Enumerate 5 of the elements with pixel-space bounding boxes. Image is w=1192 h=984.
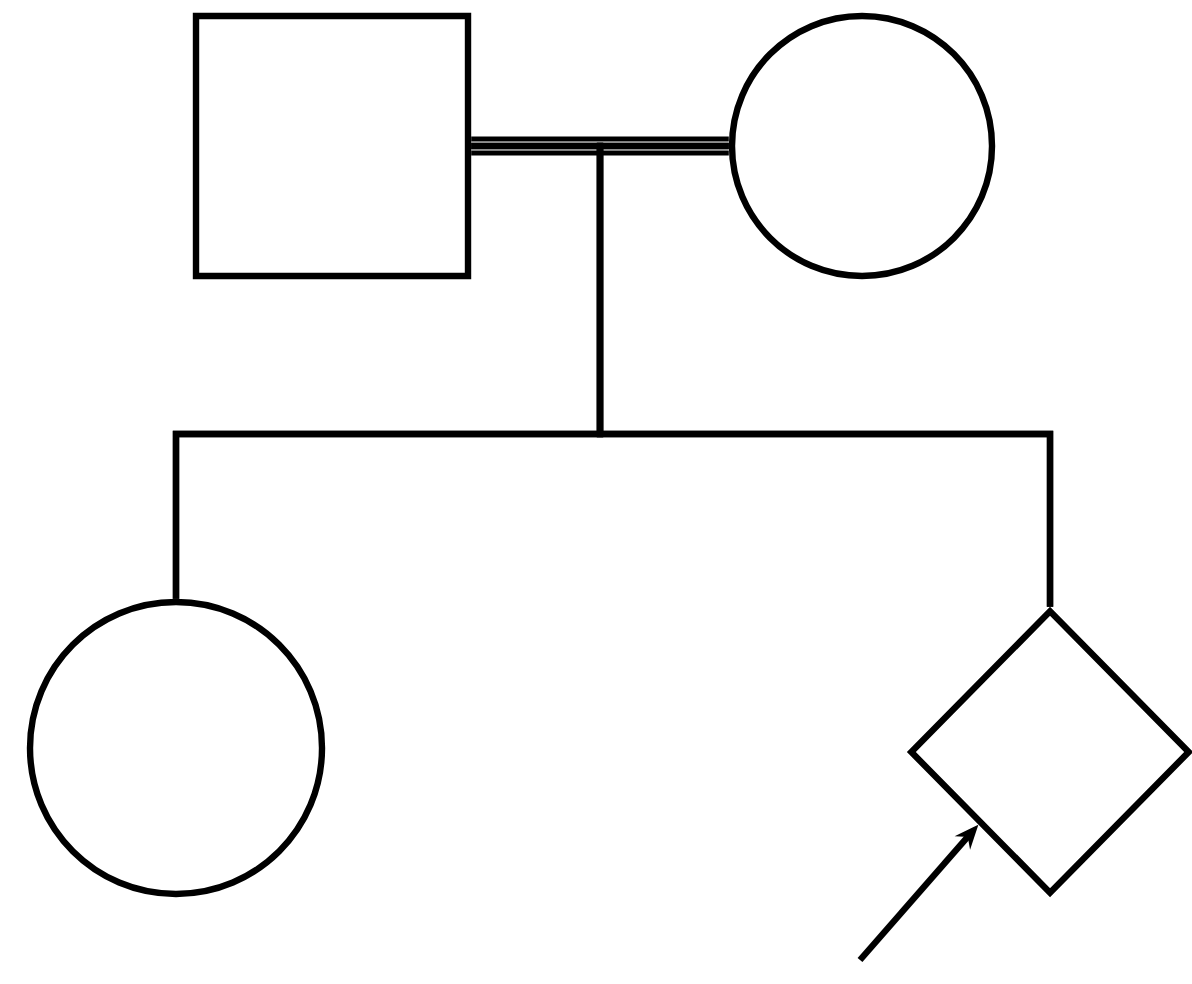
female-circle [728, 12, 996, 280]
female-circle [26, 598, 326, 898]
marriage-line [468, 136, 732, 156]
male-square [192, 12, 472, 280]
descent-line [596, 142, 1054, 607]
